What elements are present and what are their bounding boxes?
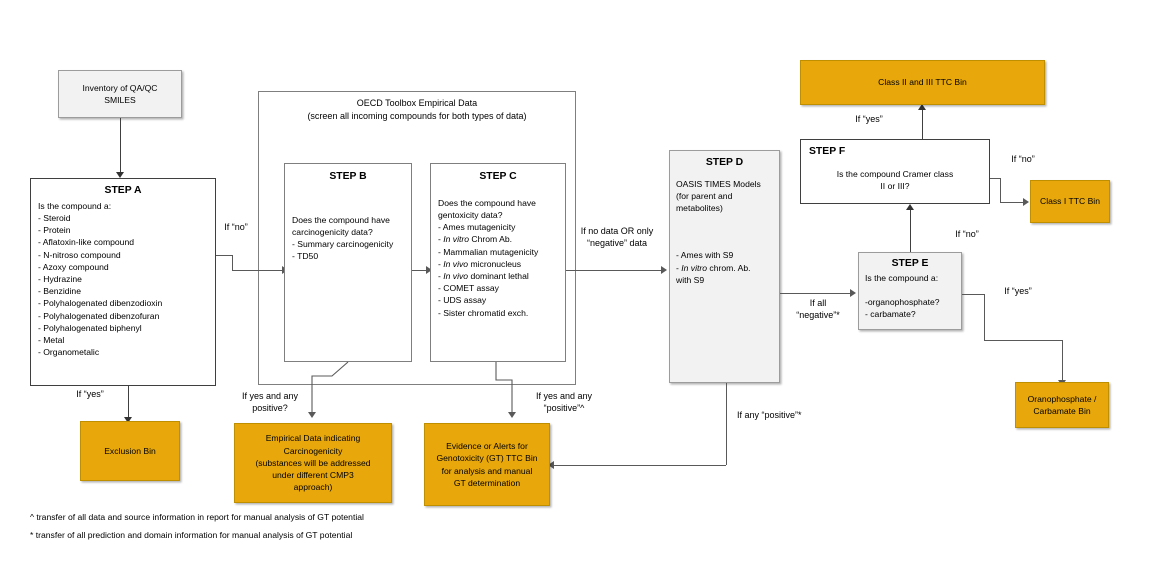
step-d-body-bottom-3: with S9 (676, 274, 705, 285)
arrowhead-step-b-to-empirical (308, 412, 316, 418)
edge-step-b-to-step-c (412, 270, 430, 271)
step-e-title: STEP E (891, 258, 929, 269)
class-i-ttc-bin: Class I TTC Bin (1030, 180, 1110, 223)
arrowhead-step-b-to-step-c (426, 266, 432, 274)
edge-label-step-d-positive: If any “positive”* (737, 410, 802, 420)
edge-step-e-yes-seg2 (984, 294, 985, 340)
edge-step-e-yes-seg4 (1062, 340, 1063, 382)
edge-step-f-no-seg3 (1000, 202, 1025, 203)
arrowhead-step-f-to-class-i (1023, 198, 1029, 206)
step-c-item-4: - In vivo dominant lethal (438, 270, 529, 281)
step-c-item-0: - Ames mutagenicity (438, 222, 516, 233)
step-d-body-bottom-1: - Ames with S9 (676, 250, 734, 261)
class-ii-iii-ttc-bin-label: Class II and III TTC Bin (878, 77, 967, 88)
step-a-body: Is the compound a: - Steroid - Protein -… (38, 200, 163, 358)
footnote-asterisk: * transfer of all prediction and domain … (30, 530, 353, 540)
step-a-node: STEP A Is the compound a: - Steroid - Pr… (30, 178, 216, 386)
step-c-item-3: - In vivo micronucleus (438, 258, 522, 269)
edge-step-d-positive-seg1 (726, 383, 727, 465)
edge-step-e-yes-seg1 (962, 294, 984, 295)
edge-label-step-f-yes: If “yes” (855, 114, 883, 124)
step-b-title: STEP B (329, 171, 367, 182)
genotoxicity-ttc-bin-label: Evidence or Alerts for Genotoxicity (GT)… (436, 441, 538, 488)
step-f-body: Is the compound Cramer class II or III? (836, 168, 954, 191)
arrowhead-inventory-to-step-a (116, 172, 124, 178)
organophosphate-carbamate-bin: Oranophosphate / Carbamate Bin (1015, 382, 1109, 428)
edge-step-c-to-step-d (566, 270, 663, 271)
edge-label-step-a-yes: If “yes” (76, 389, 104, 399)
step-c-item-6: - UDS assay (438, 295, 487, 306)
step-c-line1: Does the compound have (438, 197, 536, 208)
class-ii-iii-ttc-bin: Class II and III TTC Bin (800, 60, 1045, 105)
edge-step-c-to-genotoxicity (495, 362, 513, 414)
step-e-node: STEP E Is the compound a: -organophospha… (858, 252, 962, 330)
arrowhead-step-e-to-step-f (906, 204, 914, 210)
step-a-title: STEP A (104, 185, 142, 196)
step-d-node: STEP D OASIS TIMES Models (for parent an… (669, 150, 780, 383)
step-c-item-1: - In vitro Chrom Ab. (438, 234, 513, 245)
edge-step-a-no-seg2 (232, 255, 233, 270)
genotoxicity-ttc-bin: Evidence or Alerts for Genotoxicity (GT)… (424, 423, 550, 506)
edge-step-f-no-seg1 (990, 178, 1000, 179)
inventory-label: Inventory of QA/QC SMILES (82, 82, 158, 105)
organophosphate-carbamate-bin-label: Oranophosphate / Carbamate Bin (1027, 393, 1097, 416)
step-c-item-7: - Sister chromatid exch. (438, 307, 529, 318)
step-e-body: Is the compound a: -organophosphate? - c… (865, 272, 940, 320)
class-i-ttc-bin-label: Class I TTC Bin (1039, 196, 1100, 207)
exclusion-bin-label: Exclusion Bin (104, 445, 156, 456)
empirical-data-carcinogenicity-bin: Empirical Data indicating Carcinogenicit… (234, 423, 392, 503)
edge-label-step-e-yes: If “yes” (1004, 286, 1032, 296)
edge-label-to-step-d: If no data OR only “negative” data (580, 226, 654, 249)
edge-step-d-to-step-e (780, 293, 852, 294)
step-c-title: STEP C (479, 171, 517, 182)
step-d-title: STEP D (705, 157, 744, 168)
step-c-line2: gentoxicity data? (438, 209, 503, 220)
arrowhead-step-c-to-step-d (661, 266, 667, 274)
edge-label-step-d-negative: If all “negative”* (796, 298, 840, 321)
step-f-title: STEP F (809, 146, 846, 157)
edge-step-e-yes-seg3 (984, 340, 1062, 341)
exclusion-bin: Exclusion Bin (80, 421, 180, 481)
step-c-item-2: - Mammalian mutagenicity (438, 246, 539, 257)
edge-step-f-no-seg2 (1000, 178, 1001, 202)
arrowhead-step-d-to-step-e (850, 289, 856, 297)
inventory-node: Inventory of QA/QC SMILES (58, 70, 182, 118)
arrowhead-step-f-to-class-ii-iii (918, 104, 926, 110)
edge-inventory-to-step-a (120, 118, 121, 174)
step-f-node: STEP F Is the compound Cramer class II o… (800, 139, 990, 204)
oecd-toolbox-group-label: OECD Toolbox Empirical Data (screen all … (307, 98, 527, 122)
step-b-node: STEP B Does the compound have carcinogen… (284, 163, 412, 362)
step-c-item-5: - COMET assay (438, 283, 499, 294)
edge-label-step-b-positive: If yes and any positive? (241, 391, 299, 414)
arrowhead-step-d-to-genotoxicity (548, 461, 554, 469)
footnote-caret: ^ transfer of all data and source inform… (30, 512, 364, 522)
edge-step-b-to-empirical (311, 361, 349, 414)
step-c-node: STEP C Does the compound have gentoxicit… (430, 163, 566, 362)
edge-label-step-f-no: If “no” (1011, 154, 1035, 164)
edge-label-step-e-no: If “no” (955, 229, 979, 239)
empirical-data-carcinogenicity-bin-label: Empirical Data indicating Carcinogenicit… (255, 433, 371, 493)
edge-step-d-positive-seg2 (552, 465, 726, 466)
edge-step-e-to-step-f (910, 210, 911, 252)
step-d-body-top: OASIS TIMES Models (for parent and metab… (676, 178, 761, 214)
step-d-body-bottom-2: - In vitro chrom. Ab. (676, 262, 751, 273)
edge-step-a-yes (128, 386, 129, 419)
step-b-body: Does the compound have carcinogenicity d… (292, 214, 394, 262)
edge-step-a-no-seg1 (216, 255, 232, 256)
edge-label-step-a-no: If “no” (224, 222, 248, 232)
arrowhead-step-a-to-exclusion (124, 417, 132, 423)
arrowhead-step-c-to-genotoxicity (508, 412, 516, 418)
edge-step-f-yes (922, 110, 923, 139)
edge-step-a-no-seg3 (232, 270, 284, 271)
edge-label-step-c-positive: If yes and any “positive”^ (535, 391, 593, 414)
